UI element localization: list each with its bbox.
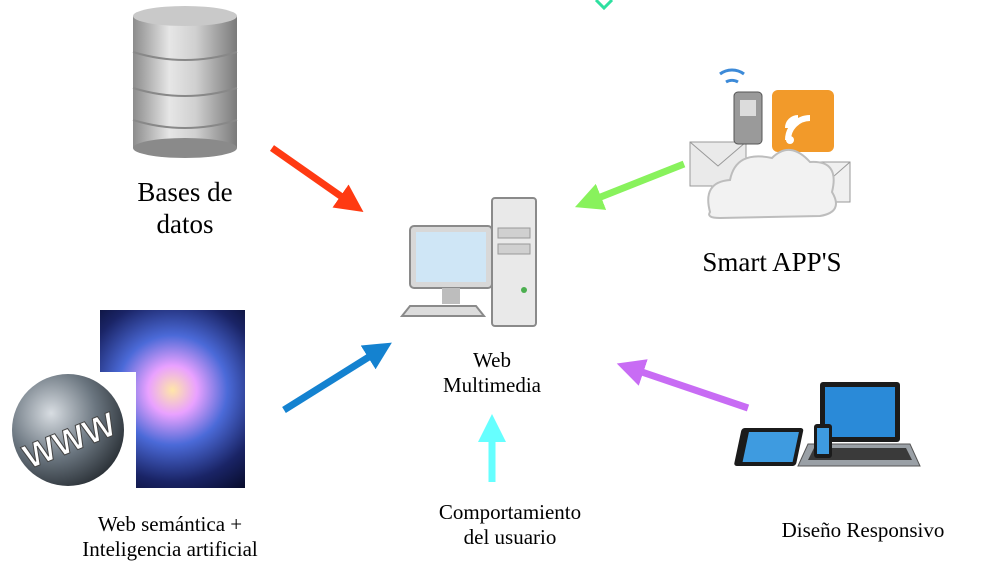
arrow-responsive — [616, 359, 750, 412]
semantic-web-label-line2: Inteligencia artificial — [82, 537, 258, 562]
database-cylinder-icon — [132, 6, 238, 158]
desktop-computer-icon — [399, 197, 537, 327]
smart-apps-label: Smart APP'S — [702, 247, 842, 277]
databases-label-line2: datos — [156, 209, 214, 240]
globe-www-icon: WWW — [8, 372, 136, 492]
arrow-semantic-web — [282, 342, 392, 413]
top-accent-mark — [594, 0, 614, 11]
semantic-web-label: Web semántica + Inteligencia artificial — [40, 512, 300, 562]
user-behavior-label-line2: del usuario — [463, 525, 557, 550]
center-label-line2: Multimedia — [443, 373, 541, 398]
arrow-databases — [269, 145, 364, 213]
databases-label-line1: Bases de — [137, 177, 233, 207]
user-behavior-label: Comportamiento del usuario — [410, 500, 610, 550]
cloud-mobile-rss-icon — [689, 68, 851, 220]
laptop-tablet-phone-icon — [734, 382, 921, 467]
user-behavior-label-line1: Comportamiento — [438, 500, 582, 524]
center-label: Web Multimedia — [402, 348, 582, 398]
center-label-line1: Web — [473, 348, 511, 372]
responsive-label: Diseño Responsivo — [781, 518, 945, 542]
semantic-web-label-line1: Web semántica + — [97, 512, 243, 536]
arrow-smart-apps — [574, 160, 686, 210]
databases-label: Bases de datos — [105, 176, 265, 241]
